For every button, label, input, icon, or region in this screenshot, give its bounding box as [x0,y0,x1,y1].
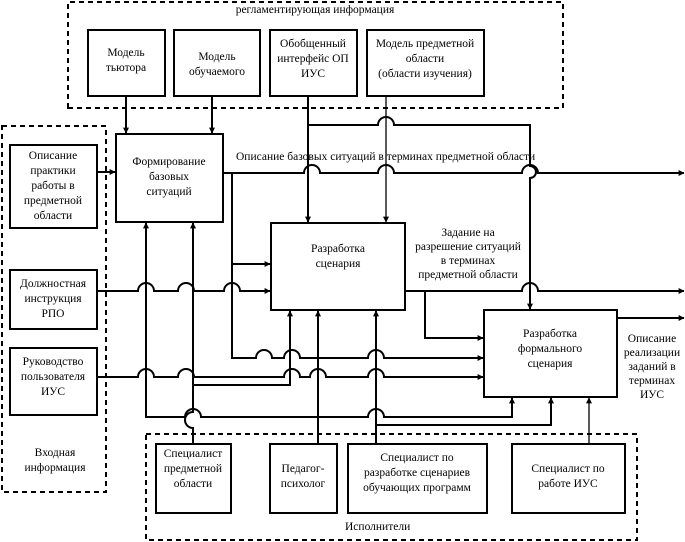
input-practice-description: Описание практики работы в предметной об… [9,144,98,229]
svg-text:Должностная: Должностная [20,278,87,290]
svg-text:обучающих программ: обучающих программ [363,482,472,494]
svg-text:Специалист по: Специалист по [380,452,453,464]
mechanism-domain-specialist: Специалист предметной области [155,443,232,514]
process-develop-formal-scenario: Разработка формального сценария [483,309,618,398]
control-learner-model: Модель обучаемого [173,29,261,97]
svg-text:области: области [34,210,72,222]
control-tutor-model: Модель тьютора [87,29,166,97]
control-domain-model: Модель предметной области (области изуче… [366,29,485,97]
svg-text:Формирование: Формирование [132,156,205,168]
svg-text:Описание: Описание [29,150,77,162]
svg-text:предметной: предметной [24,195,82,207]
svg-text:Разработка: Разработка [523,328,577,340]
svg-text:Специалист по: Специалист по [531,463,604,475]
svg-text:Описание: Описание [628,333,676,345]
svg-text:психолог: психолог [281,478,326,490]
arrow-scenario-specialist-to-formal [376,397,554,426]
input-frame [1,125,107,493]
svg-text:тьютора: тьютора [106,62,146,74]
svg-text:разработке сценариев: разработке сценариев [364,467,471,479]
svg-text:в терминах: в терминах [441,255,496,267]
svg-text:Разработка: Разработка [311,243,365,255]
executors-frame [145,433,638,541]
svg-text:сценария: сценария [316,258,362,270]
svg-text:формального: формального [518,343,582,355]
arrow-interface-to-formal [308,116,537,310]
svg-text:ИУС: ИУС [640,389,664,401]
svg-text:работы в: работы в [31,180,75,192]
svg-text:заданий в: заданий в [628,361,676,373]
input-label-line2: информация [25,462,87,474]
svg-text:обучаемого: обучаемого [189,66,245,78]
svg-text:(области изучения): (области изучения) [378,68,472,80]
svg-text:области: области [406,53,444,65]
svg-text:Обобщенный: Обобщенный [280,38,346,50]
svg-text:сценария: сценария [528,358,574,370]
process-develop-scenario: Разработка сценария [270,222,406,311]
svg-text:ситуаций: ситуаций [146,186,191,198]
svg-text:Модель: Модель [107,47,144,59]
svg-text:предметной области: предметной области [418,269,518,281]
arrow-domain-specialist-to-form [184,222,196,444]
arrow-task-to-formal [424,291,484,341]
svg-text:области: области [174,478,212,490]
arrow-task-output [405,282,685,294]
svg-text:РПО: РПО [41,308,64,320]
arrow-instruction-to-scenario [97,282,271,294]
svg-text:ИУС: ИУС [301,68,325,80]
svg-text:терминах: терминах [629,375,675,387]
mechanism-scenario-specialist: Специалист по разработке сценариев обуча… [347,443,488,514]
process-form-base-situations: Формирование базовых ситуаций [115,133,224,223]
svg-text:Задание на: Задание на [441,227,494,239]
svg-text:Руководство: Руководство [23,356,84,368]
executors-label: Исполнители [345,521,410,533]
arrow-guide-to-formal [97,368,484,380]
label-task: Задание на разрешение ситуаций в термина… [415,227,521,281]
control-generalized-interface: Обобщенный интерфейс ОП ИУС [269,29,358,97]
executors-group: Исполнители [145,433,638,541]
input-job-instruction: Должностная инструкция РПО [9,269,98,330]
arrow-base-situations-output [223,164,685,176]
svg-text:Специалист: Специалист [164,448,222,460]
label-implementation: Описание реализации заданий в терминах И… [624,333,680,401]
connections [97,96,685,444]
input-user-guide: Руководство пользователя ИУС [9,347,98,416]
svg-text:инструкция: инструкция [24,293,82,305]
mechanism-pedagogue-psychologist: Педагог- психолог [269,443,338,514]
svg-text:Педагог-: Педагог- [282,463,325,475]
arrow-domain-specialist-to-scenario [193,310,293,386]
svg-text:Модель предметной: Модель предметной [376,38,474,50]
mechanism-ius-specialist: Специалист по работе ИУС [511,443,626,514]
svg-text:работе ИУС: работе ИУС [538,478,598,490]
svg-text:реализации: реализации [624,347,680,359]
input-info-group: Входная информация [1,125,107,493]
svg-text:пользователя: пользователя [21,371,86,383]
svg-text:предметной: предметной [164,463,222,475]
svg-text:интерфейс ОП: интерфейс ОП [277,53,349,65]
svg-text:базовых: базовых [149,171,189,183]
regulatory-label: регламентирующая информация [236,4,395,16]
input-label-line1: Входная [35,447,76,459]
arrow-loop-to-formal [145,223,515,418]
regulatory-info-group: регламентирующая информация [67,1,564,109]
svg-text:практики: практики [30,165,75,177]
svg-text:разрешение ситуаций: разрешение ситуаций [415,241,521,253]
svg-text:ИУС: ИУС [41,386,65,398]
svg-text:Модель: Модель [198,51,235,63]
